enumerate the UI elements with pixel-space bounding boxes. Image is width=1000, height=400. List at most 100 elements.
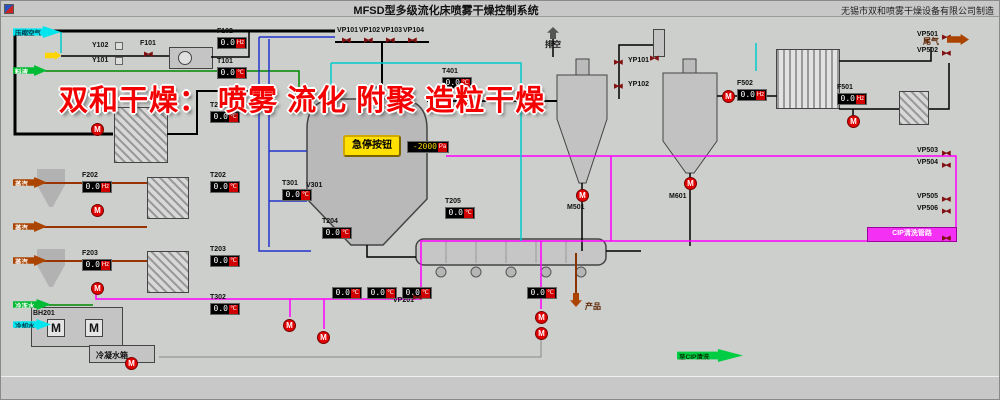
value-display: 0.0℃ — [210, 181, 240, 193]
display-tag: F203 — [82, 250, 98, 257]
app-icon — [4, 4, 14, 14]
vent-label: 排空 — [545, 40, 561, 49]
flow-arrow: 蒸汽 — [13, 177, 47, 188]
title-bar: MFSD型多级流化床喷雾干燥控制系统 无锡市双和喷雾干燥设备有限公司制造 — [1, 1, 999, 17]
pump-icon[interactable]: M — [684, 177, 697, 190]
value-display: 0.0℃ — [332, 287, 362, 299]
motor-icon: M — [85, 319, 103, 337]
valve-icon[interactable]: ▶◀ — [942, 162, 951, 169]
flow-arrow — [547, 27, 559, 39]
equipment-tag: VP103 — [381, 27, 403, 34]
display-tag: T101 — [217, 58, 233, 65]
value-display: 0.0℃ — [210, 303, 240, 315]
display-tag: F102 — [217, 28, 233, 35]
equipment-tag: VP101 — [337, 27, 359, 34]
pipe — [13, 31, 113, 136]
valve-icon[interactable]: ▶◀ — [942, 235, 951, 242]
fluid-bed-granulator — [662, 58, 718, 174]
company-label: 无锡市双和喷雾干燥设备有限公司制造 — [840, 6, 994, 16]
pump-icon[interactable]: M — [283, 319, 296, 332]
display-tag: T401 — [442, 68, 458, 75]
equipment-tag: VP502 — [917, 47, 939, 54]
flow-arrow — [45, 51, 61, 60]
display-tag: T202 — [210, 172, 226, 179]
valve-icon[interactable]: ▶◀ — [342, 37, 351, 44]
product-label: 产品 — [585, 302, 601, 311]
equipment-tag: VP501 — [917, 31, 939, 38]
cyclone-separator — [556, 58, 608, 184]
pump-icon[interactable]: M — [722, 90, 735, 103]
display-tag: T205 — [445, 198, 461, 205]
equipment-tag: BH201 — [33, 310, 55, 317]
valve-icon[interactable]: ▶◀ — [144, 51, 153, 58]
valve-icon[interactable]: ▶◀ — [942, 50, 951, 57]
flow-arrow — [947, 34, 969, 45]
value-display: 0.0℃ — [217, 67, 247, 79]
pump-icon[interactable]: M — [847, 115, 860, 128]
flow-arrow: 冷冻水 — [13, 299, 51, 310]
valve-icon[interactable]: ▶◀ — [650, 55, 659, 62]
watermark-text: 双和干燥： 喷雾 流化 附聚 造粒干燥 — [59, 77, 545, 119]
exhaust-filter — [899, 91, 929, 125]
display-tag: T204 — [322, 218, 338, 225]
indicator-box — [115, 42, 123, 50]
pump-icon[interactable]: M — [576, 189, 589, 202]
pump-icon[interactable]: M — [125, 357, 138, 370]
blower-f102 — [169, 47, 213, 69]
bottom-toolbar: 3 清洗等待状态 自动开始自动停止♪报警音喷雾CIP喷雾设置清洗设置 — [1, 376, 999, 399]
valve-icon[interactable]: ▶◀ — [942, 196, 951, 203]
pipe — [929, 63, 950, 110]
pump-icon[interactable]: M — [91, 204, 104, 217]
pump-icon[interactable]: M — [317, 331, 330, 344]
valve-icon[interactable]: ▶◀ — [942, 34, 951, 41]
equipment-tag: F101 — [140, 40, 156, 47]
pipe — [45, 70, 300, 99]
equipment-tag: M601 — [669, 193, 687, 200]
valve-icon[interactable]: ▶◀ — [408, 37, 417, 44]
valve-icon[interactable]: ▶◀ — [942, 208, 951, 215]
emergency-stop-button[interactable]: 急停按钮 — [343, 135, 401, 157]
pump-icon[interactable]: M — [91, 123, 104, 136]
pump-icon[interactable]: M — [535, 327, 548, 340]
watermark-slogan: 喷雾 流化 附聚 造粒干燥 — [218, 85, 546, 117]
equipment-tag: VP503 — [917, 147, 939, 154]
display-tag: T201 — [210, 102, 226, 109]
pipe — [159, 339, 542, 358]
value-display: 0.0℃ — [445, 207, 475, 219]
pump-icon[interactable]: M — [91, 282, 104, 295]
display-tag: F502 — [737, 80, 753, 87]
motor-icon: M — [47, 319, 65, 337]
pipe — [258, 37, 311, 252]
flow-arrow: 料液 — [13, 65, 47, 76]
value-display: 0.0℃ — [442, 77, 472, 89]
equipment-tag: VP201 — [393, 297, 415, 304]
window-title: MFSD型多级流化床喷雾干燥控制系统 — [353, 5, 539, 17]
pipe — [211, 32, 250, 58]
exhaust-label: 尾气 — [923, 37, 939, 46]
condenser — [776, 49, 840, 109]
flow-arrow: 冷却水 — [13, 319, 51, 330]
flow-arrow: 蒸汽 — [13, 221, 47, 232]
pipe — [618, 44, 653, 99]
equipment-tag: VP104 — [403, 27, 425, 34]
valve-icon[interactable]: ▶◀ — [614, 83, 623, 90]
equipment-tag: V301 — [306, 182, 323, 189]
flow-arrow: 至CIP清洗 — [677, 349, 743, 362]
value-display: 0.0℃ — [322, 227, 352, 239]
valve-icon[interactable]: ▶◀ — [614, 59, 623, 66]
cip-line-button[interactable]: CIP清洗管路 — [867, 227, 957, 242]
valve-icon[interactable]: ▶◀ — [942, 150, 951, 157]
valve-icon[interactable]: ▶◀ — [364, 37, 373, 44]
air-heater-3 — [147, 251, 189, 293]
valve-icon[interactable]: ▶◀ — [386, 37, 395, 44]
valve-icon[interactable]: ▶◀ — [413, 294, 422, 301]
condensate-tank — [89, 345, 155, 363]
small-column — [653, 29, 665, 57]
pipe — [331, 62, 522, 241]
pump-icon[interactable]: M — [535, 311, 548, 324]
display-tag: T301 — [282, 180, 298, 187]
